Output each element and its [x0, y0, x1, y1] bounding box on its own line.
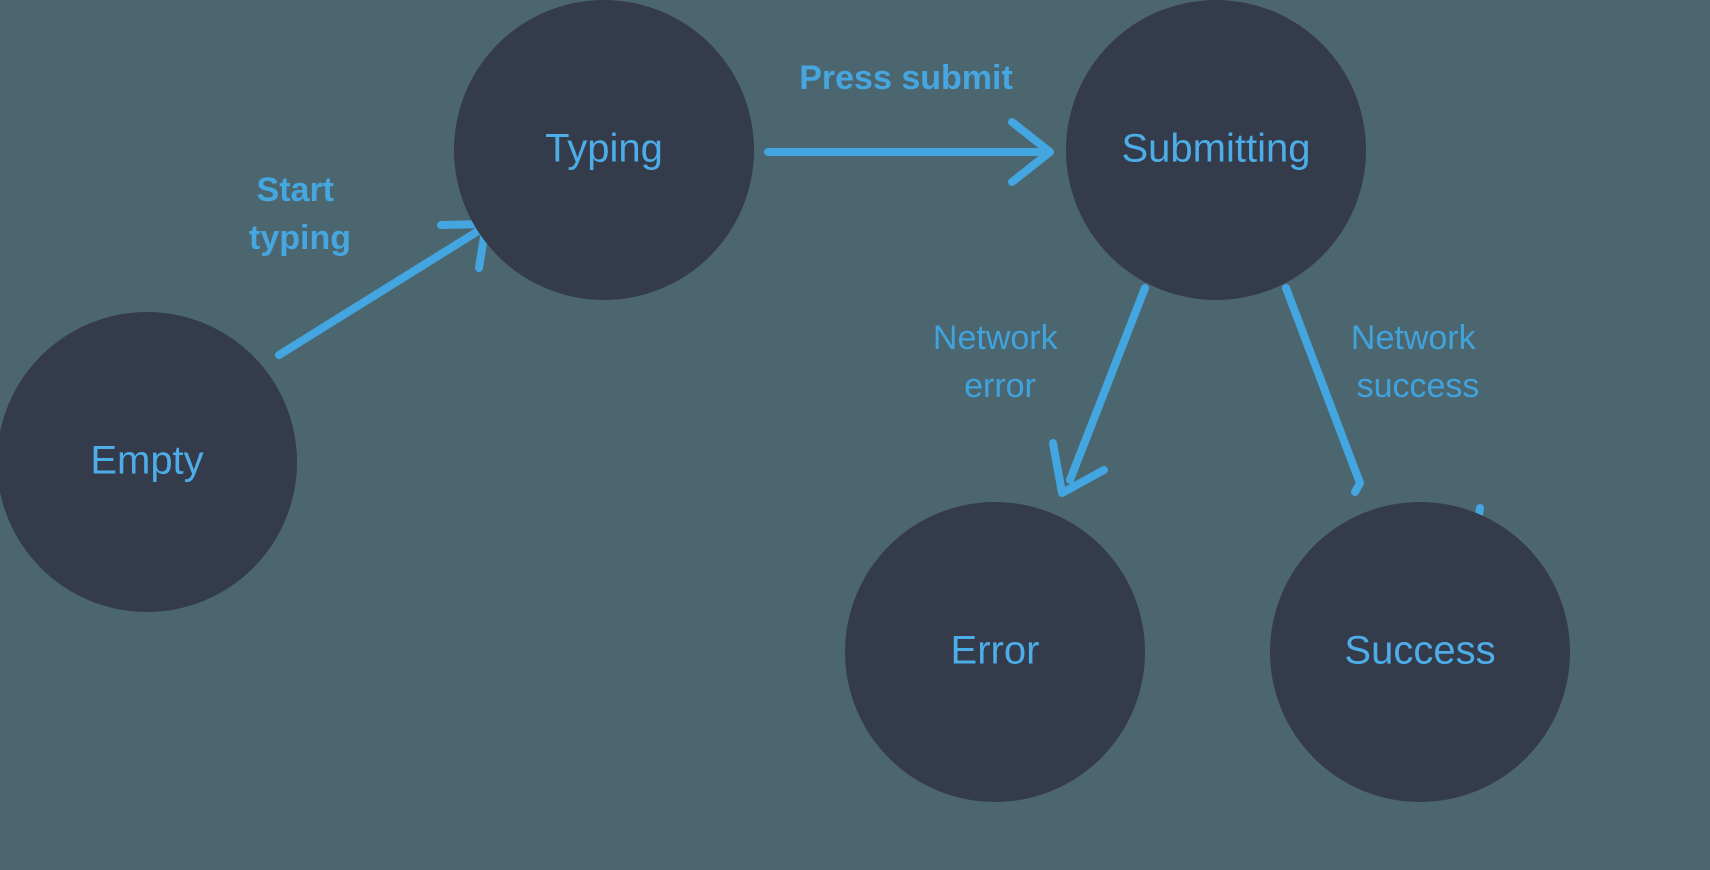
edge-label-network-error-line-2: error: [964, 367, 1036, 405]
state-label-empty: Empty: [90, 439, 203, 483]
state-node-empty[interactable]: Empty: [0, 312, 297, 612]
state-node-success[interactable]: Success: [1270, 502, 1570, 802]
edge-network-success-tip-line: [1351, 479, 1364, 496]
edge-network-success-line: [1282, 284, 1364, 487]
state-circle-typing[interactable]: [454, 0, 754, 300]
edge-network-error-line: [1066, 284, 1149, 484]
edge-label-network-success: Network success: [1351, 319, 1485, 405]
state-circle-error[interactable]: [845, 502, 1145, 802]
edge-press-submit: [764, 118, 1054, 186]
edge-label-start-typing: Start typing: [249, 171, 351, 257]
state-label-typing: Typing: [545, 127, 663, 171]
edge-press-submit-arrowhead: [1008, 118, 1054, 186]
state-node-submitting[interactable]: Submitting: [1066, 0, 1366, 300]
edge-label-network-success-line-1: Network: [1351, 319, 1477, 357]
state-label-submitting: Submitting: [1122, 127, 1311, 171]
edge-start-typing-line: [275, 224, 487, 359]
edge-network-error: [1049, 284, 1149, 497]
edge-label-start-typing-line-1: Start: [257, 171, 334, 209]
state-circle-submitting[interactable]: [1066, 0, 1366, 300]
edge-network-success-tip: [1351, 479, 1364, 496]
edge-label-network-error-line-1: Network: [933, 319, 1059, 357]
edge-label-press-submit: Press submit: [799, 59, 1013, 97]
edge-label-network-error: Network error: [933, 319, 1067, 405]
state-circle-empty[interactable]: [0, 312, 297, 612]
edge-label-press-submit-line-1: Press submit: [799, 59, 1013, 97]
state-circle-success[interactable]: [1270, 502, 1570, 802]
state-label-error: Error: [951, 629, 1040, 673]
state-node-error[interactable]: Error: [845, 502, 1145, 802]
state-node-typing[interactable]: Typing: [454, 0, 754, 300]
edge-label-start-typing-line-2: typing: [249, 219, 351, 257]
state-label-success: Success: [1344, 629, 1495, 673]
edge-network-error-arrowhead: [1049, 439, 1108, 497]
edge-label-network-success-line-2: success: [1357, 367, 1480, 405]
